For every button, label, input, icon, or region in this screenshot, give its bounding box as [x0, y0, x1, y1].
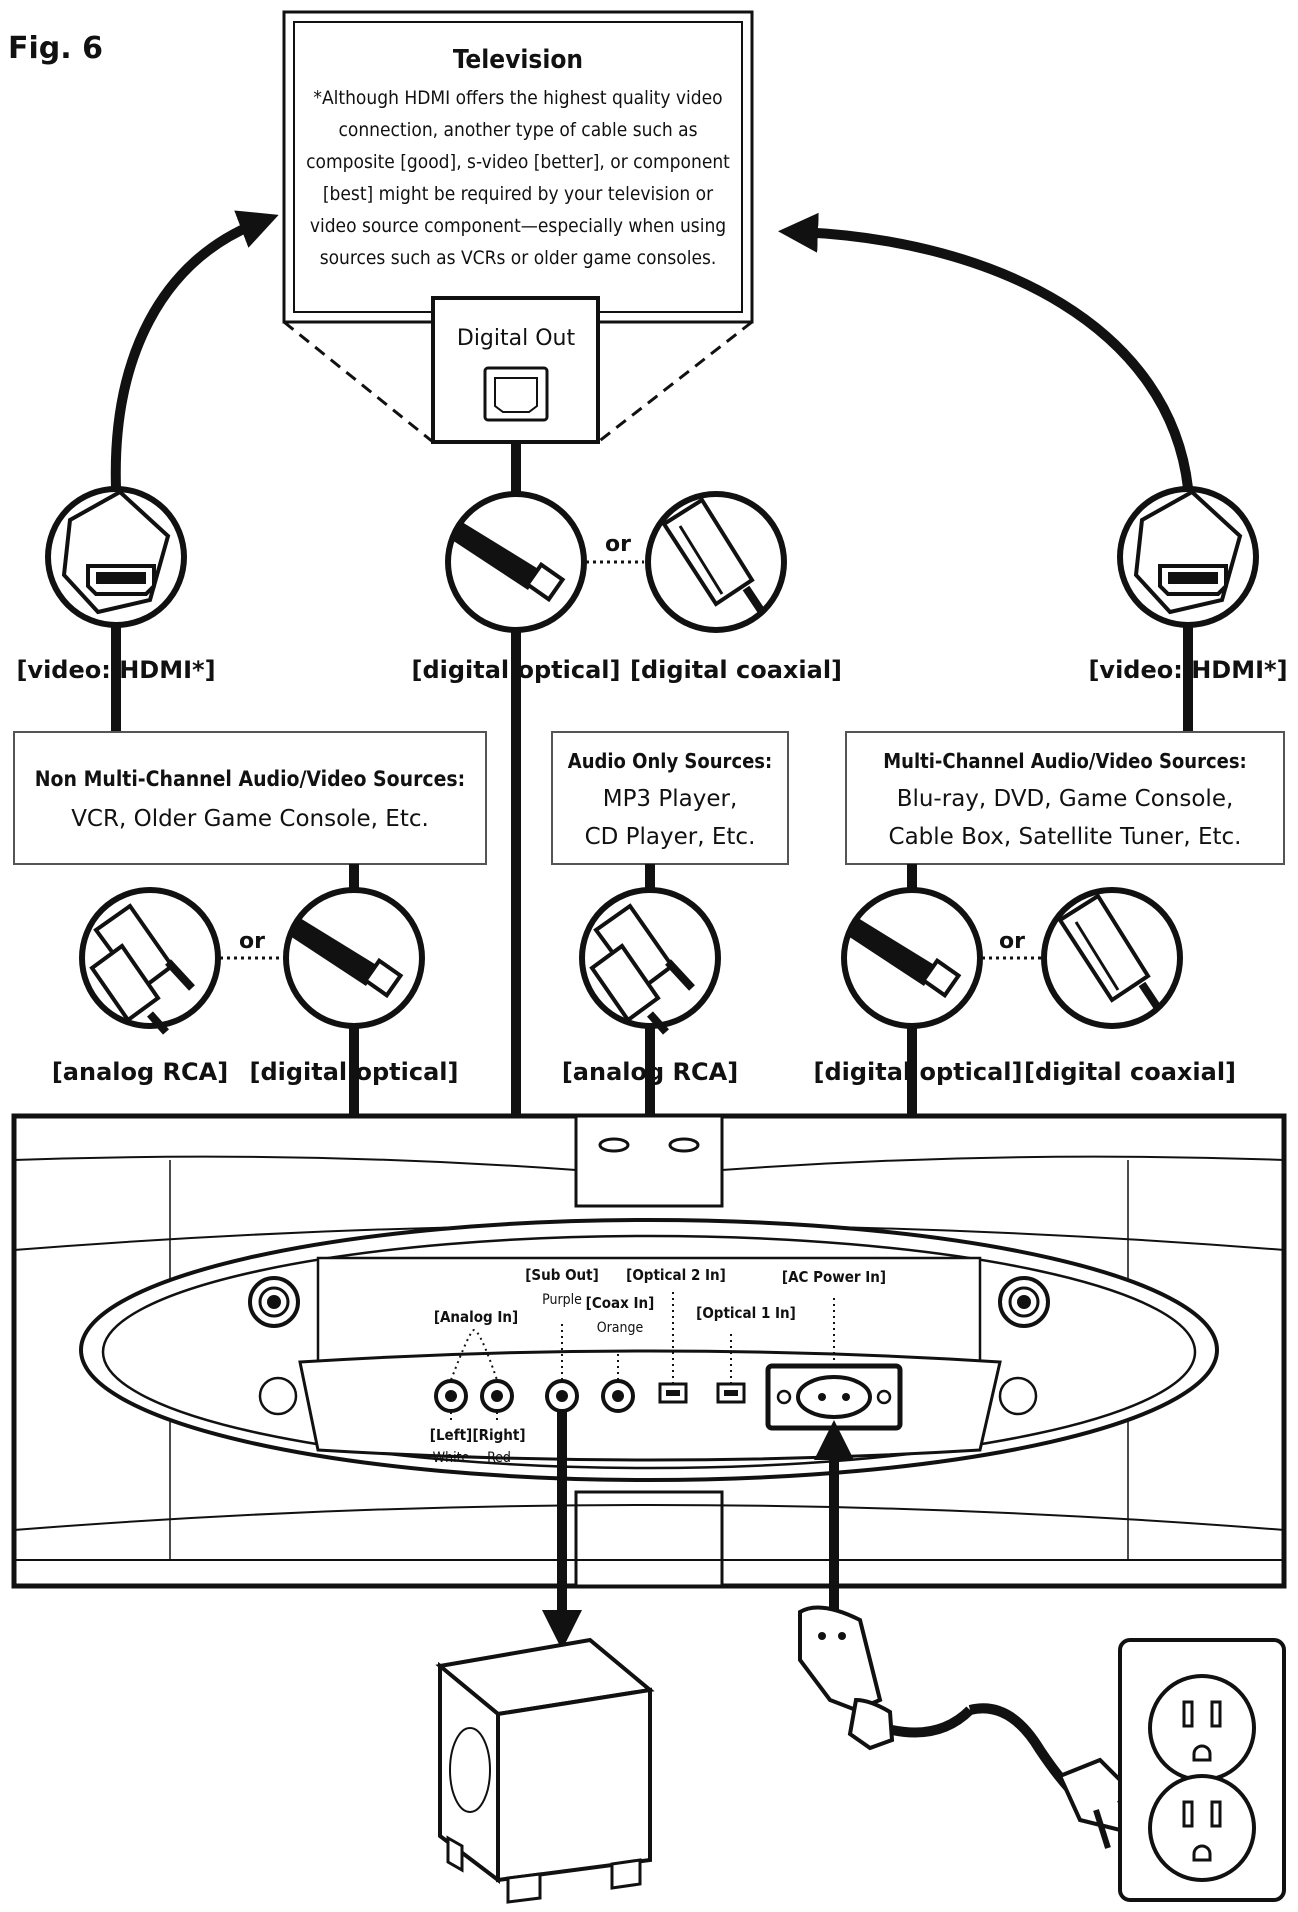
port-label-orange: Orange: [597, 1320, 644, 1336]
television-note-line: connection, another type of cable such a…: [338, 119, 697, 141]
ac-power-in-port: [765, 1363, 903, 1431]
port-label-left: [Left]: [430, 1426, 472, 1444]
television-note-line: composite [good], s-video [better], or c…: [306, 151, 730, 173]
port-label-ac-power: [AC Power In]: [782, 1268, 886, 1286]
source-box-non-multi: [13, 731, 487, 865]
label-right-hdmi: [video: HDMI*]: [1088, 656, 1287, 684]
hdmi-plug-icon-right: [1117, 486, 1259, 740]
right-hdmi-arrow: [778, 212, 1193, 489]
analog-in-right-port: [480, 1379, 514, 1413]
port-label-optical-2: [Optical 2 In]: [626, 1266, 726, 1284]
source-title-audio-only: Audio Only Sources:: [568, 749, 772, 773]
source-line-non-multi: VCR, Older Game Console, Etc.: [71, 806, 429, 832]
source-box-audio-only: [551, 731, 789, 865]
coax-in-port: [601, 1379, 635, 1413]
television-note-line: video source component—especially when u…: [310, 215, 726, 237]
television-note-line: [best] might be required by your televis…: [323, 183, 714, 205]
sub-out-port: [545, 1379, 579, 1413]
optical-1-in-port: [716, 1382, 746, 1404]
port-label-analog-in: [Analog In]: [434, 1308, 518, 1326]
power-plug-icon: [798, 1605, 1143, 1849]
digital-out-label: Digital Out: [457, 326, 576, 351]
label-left-hdmi: [video: HDMI*]: [16, 656, 215, 684]
label-left-rca: [analog RCA]: [52, 1058, 228, 1086]
optical-2-in-port: [658, 1382, 688, 1404]
port-label-right: [Right]: [472, 1426, 525, 1444]
or-label-right: or: [999, 929, 1025, 954]
television-note-line: *Although HDMI offers the highest qualit…: [313, 87, 722, 109]
analog-in-left-port: [434, 1379, 468, 1413]
figure-label: Fig. 6: [8, 31, 103, 66]
port-label-optical-1: [Optical 1 In]: [696, 1304, 796, 1322]
rca-plug-icon-left: [79, 887, 221, 1035]
or-label-top: or: [605, 532, 631, 557]
television-note-line: sources such as VCRs or older game conso…: [320, 247, 717, 269]
port-leader-lines: [450, 1292, 835, 1424]
label-right-coax: [digital coaxial]: [1024, 1058, 1236, 1086]
subwoofer-icon: [435, 1637, 655, 1904]
port-label-red: Red: [487, 1450, 511, 1466]
optical-plug-icon-center: [445, 491, 587, 633]
device-back-panel: [11, 1113, 1287, 1589]
wall-outlet-icon: [1118, 1638, 1286, 1902]
source-line-audio-only-1: MP3 Player,: [603, 786, 738, 812]
source-line-audio-only-2: CD Player, Etc.: [585, 824, 756, 850]
label-left-optical: [digital optical]: [249, 1058, 458, 1086]
label-center-optical: [digital optical]: [411, 656, 620, 684]
coax-plug-icon-right: [1041, 887, 1183, 1029]
coax-plug-icon-center: [645, 491, 787, 633]
label-center-coax: [digital coaxial]: [630, 656, 842, 684]
port-label-coax-in: [Coax In]: [586, 1294, 655, 1312]
port-label-sub-out: [Sub Out]: [525, 1266, 599, 1284]
digital-out-panel: [431, 296, 600, 444]
television-box: [282, 10, 754, 444]
rca-plug-icon-mid: [579, 887, 721, 1035]
source-title-multi: Multi-Channel Audio/Video Sources:: [883, 749, 1247, 773]
optical-plug-icon-left: [283, 887, 425, 1029]
port-label-white: White: [433, 1450, 470, 1466]
source-line-multi-1: Blu-ray, DVD, Game Console,: [897, 786, 1234, 812]
optical-plug-icon-right: [841, 887, 983, 1029]
label-mid-rca: [analog RCA]: [562, 1058, 738, 1086]
source-title-non-multi: Non Multi-Channel Audio/Video Sources:: [35, 767, 465, 791]
source-line-multi-2: Cable Box, Satellite Tuner, Etc.: [889, 824, 1242, 850]
or-label-left: or: [239, 929, 265, 954]
television-title: Television: [453, 45, 583, 75]
television-note: *Although HDMI offers the highest qualit…: [306, 87, 730, 269]
hdmi-plug-icon-left: [45, 486, 187, 740]
left-hdmi-arrow: [110, 210, 279, 489]
port-label-purple: Purple: [542, 1292, 582, 1308]
label-right-optical: [digital optical]: [813, 1058, 1022, 1086]
source-box-multi: [845, 731, 1285, 865]
